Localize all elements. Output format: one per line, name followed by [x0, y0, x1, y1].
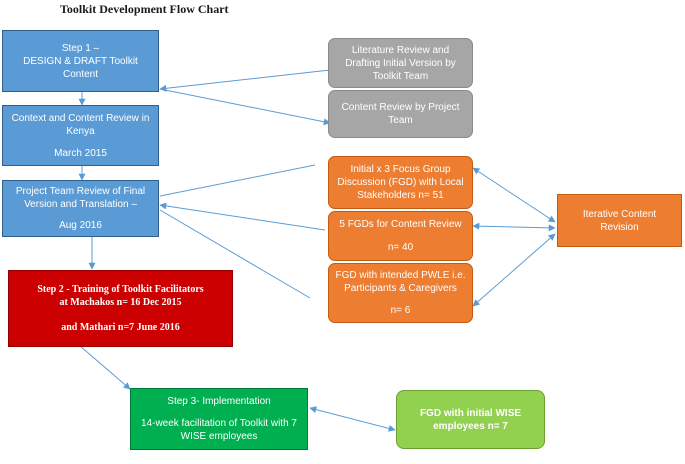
- context-review-box: Context and Content Review in Kenya Marc…: [2, 105, 159, 166]
- line-fgd-initial-to-team: [159, 164, 316, 197]
- step1-line2: DESIGN & DRAFT Toolkit: [23, 55, 138, 67]
- fgd-content-box: 5 FGDs for Content Review n= 40: [328, 211, 473, 261]
- step3-line1: Step 3- Implementation: [167, 396, 271, 407]
- step2-box: Step 2 - Training of Toolkit Facilitator…: [8, 270, 233, 347]
- fgd-initial-line2: Discussion (FGD) with Local: [337, 177, 464, 188]
- arrow-iterative-fgd-content: [472, 222, 556, 232]
- content-review-box: Content Review by Project Team: [328, 90, 473, 138]
- literature-review-box: Literature Review and Drafting Initial V…: [328, 38, 473, 88]
- literature-review-line3: Toolkit Team: [372, 70, 429, 82]
- fgd-content-line2: n= 40: [387, 242, 414, 253]
- arrow-fgd-content-to-team: [159, 202, 326, 231]
- step2-line2: at Machakos n= 16 Dec 2015: [59, 297, 182, 308]
- literature-review-line2: Drafting Initial Version by: [345, 57, 456, 69]
- step1-box: Step 1 – DESIGN & DRAFT Toolkit Content: [2, 30, 159, 92]
- wise-fgd-line2: employees n= 7: [433, 420, 508, 432]
- step1-line3: Content: [62, 68, 99, 80]
- wise-fgd-line1: FGD with initial WISE: [419, 407, 522, 419]
- team-review-line3: Aug 2016: [59, 220, 102, 231]
- fgd-pwle-line2: Participants & Caregivers: [344, 283, 457, 294]
- fgd-initial-line3: Stakeholders n= 51: [357, 190, 444, 201]
- fgd-initial-line1: Initial x 3 Focus Group: [350, 164, 451, 175]
- iterative-revision-line1: Iterative Content: [582, 208, 657, 220]
- step2-line3: and Mathari n=7 June 2016: [61, 322, 180, 333]
- step3-line3: WISE employees: [180, 431, 258, 442]
- arrow-iterative-fgd-initial: [472, 167, 556, 223]
- context-review-line1: Context and Content Review in: [11, 112, 150, 124]
- fgd-content-line1: 5 FGDs for Content Review: [339, 219, 462, 230]
- context-review-line3: March 2015: [54, 147, 107, 159]
- fgd-pwle-line1: FGD with intended PWLE i.e.: [335, 270, 466, 281]
- team-review-line2: Version and Translation –: [24, 199, 137, 210]
- team-review-line1: Project Team Review of Final: [15, 186, 146, 197]
- literature-review-line1: Literature Review and: [351, 44, 450, 56]
- context-review-line2: Kenya: [66, 125, 95, 137]
- step1-line1: Step 1 –: [61, 42, 100, 54]
- fgd-initial-box: Initial x 3 Focus Group Discussion (FGD)…: [328, 156, 473, 209]
- arrow-step2-to-step3: [79, 345, 131, 390]
- content-review-line2: Team: [388, 115, 413, 126]
- line-fgd-pwle-to-team: [159, 209, 311, 299]
- arrow-lit-to-step1: [159, 69, 331, 92]
- arrow-iterative-fgd-pwle: [472, 233, 556, 307]
- iterative-revision-line2: Revision: [600, 221, 639, 233]
- fgd-pwle-box: FGD with intended PWLE i.e. Participants…: [328, 263, 473, 323]
- step3-line2: 14-week facilitation of Toolkit with 7: [140, 418, 297, 429]
- arrow-step1-to-content: [159, 88, 331, 126]
- step3-box: Step 3- Implementation 14-week facilitat…: [130, 388, 308, 450]
- wise-fgd-box: FGD with initial WISE employees n= 7: [396, 390, 545, 449]
- team-review-box: Project Team Review of Final Version and…: [2, 180, 159, 237]
- chart-title: Toolkit Development Flow Chart: [60, 2, 229, 16]
- arrow-wise-step3: [309, 406, 396, 432]
- iterative-revision-box: Iterative Content Revision: [557, 194, 682, 247]
- step2-line1: Step 2 - Training of Toolkit Facilitator…: [37, 284, 204, 295]
- fgd-pwle-line3: n= 6: [390, 305, 411, 316]
- content-review-line1: Content Review by Project: [341, 102, 460, 113]
